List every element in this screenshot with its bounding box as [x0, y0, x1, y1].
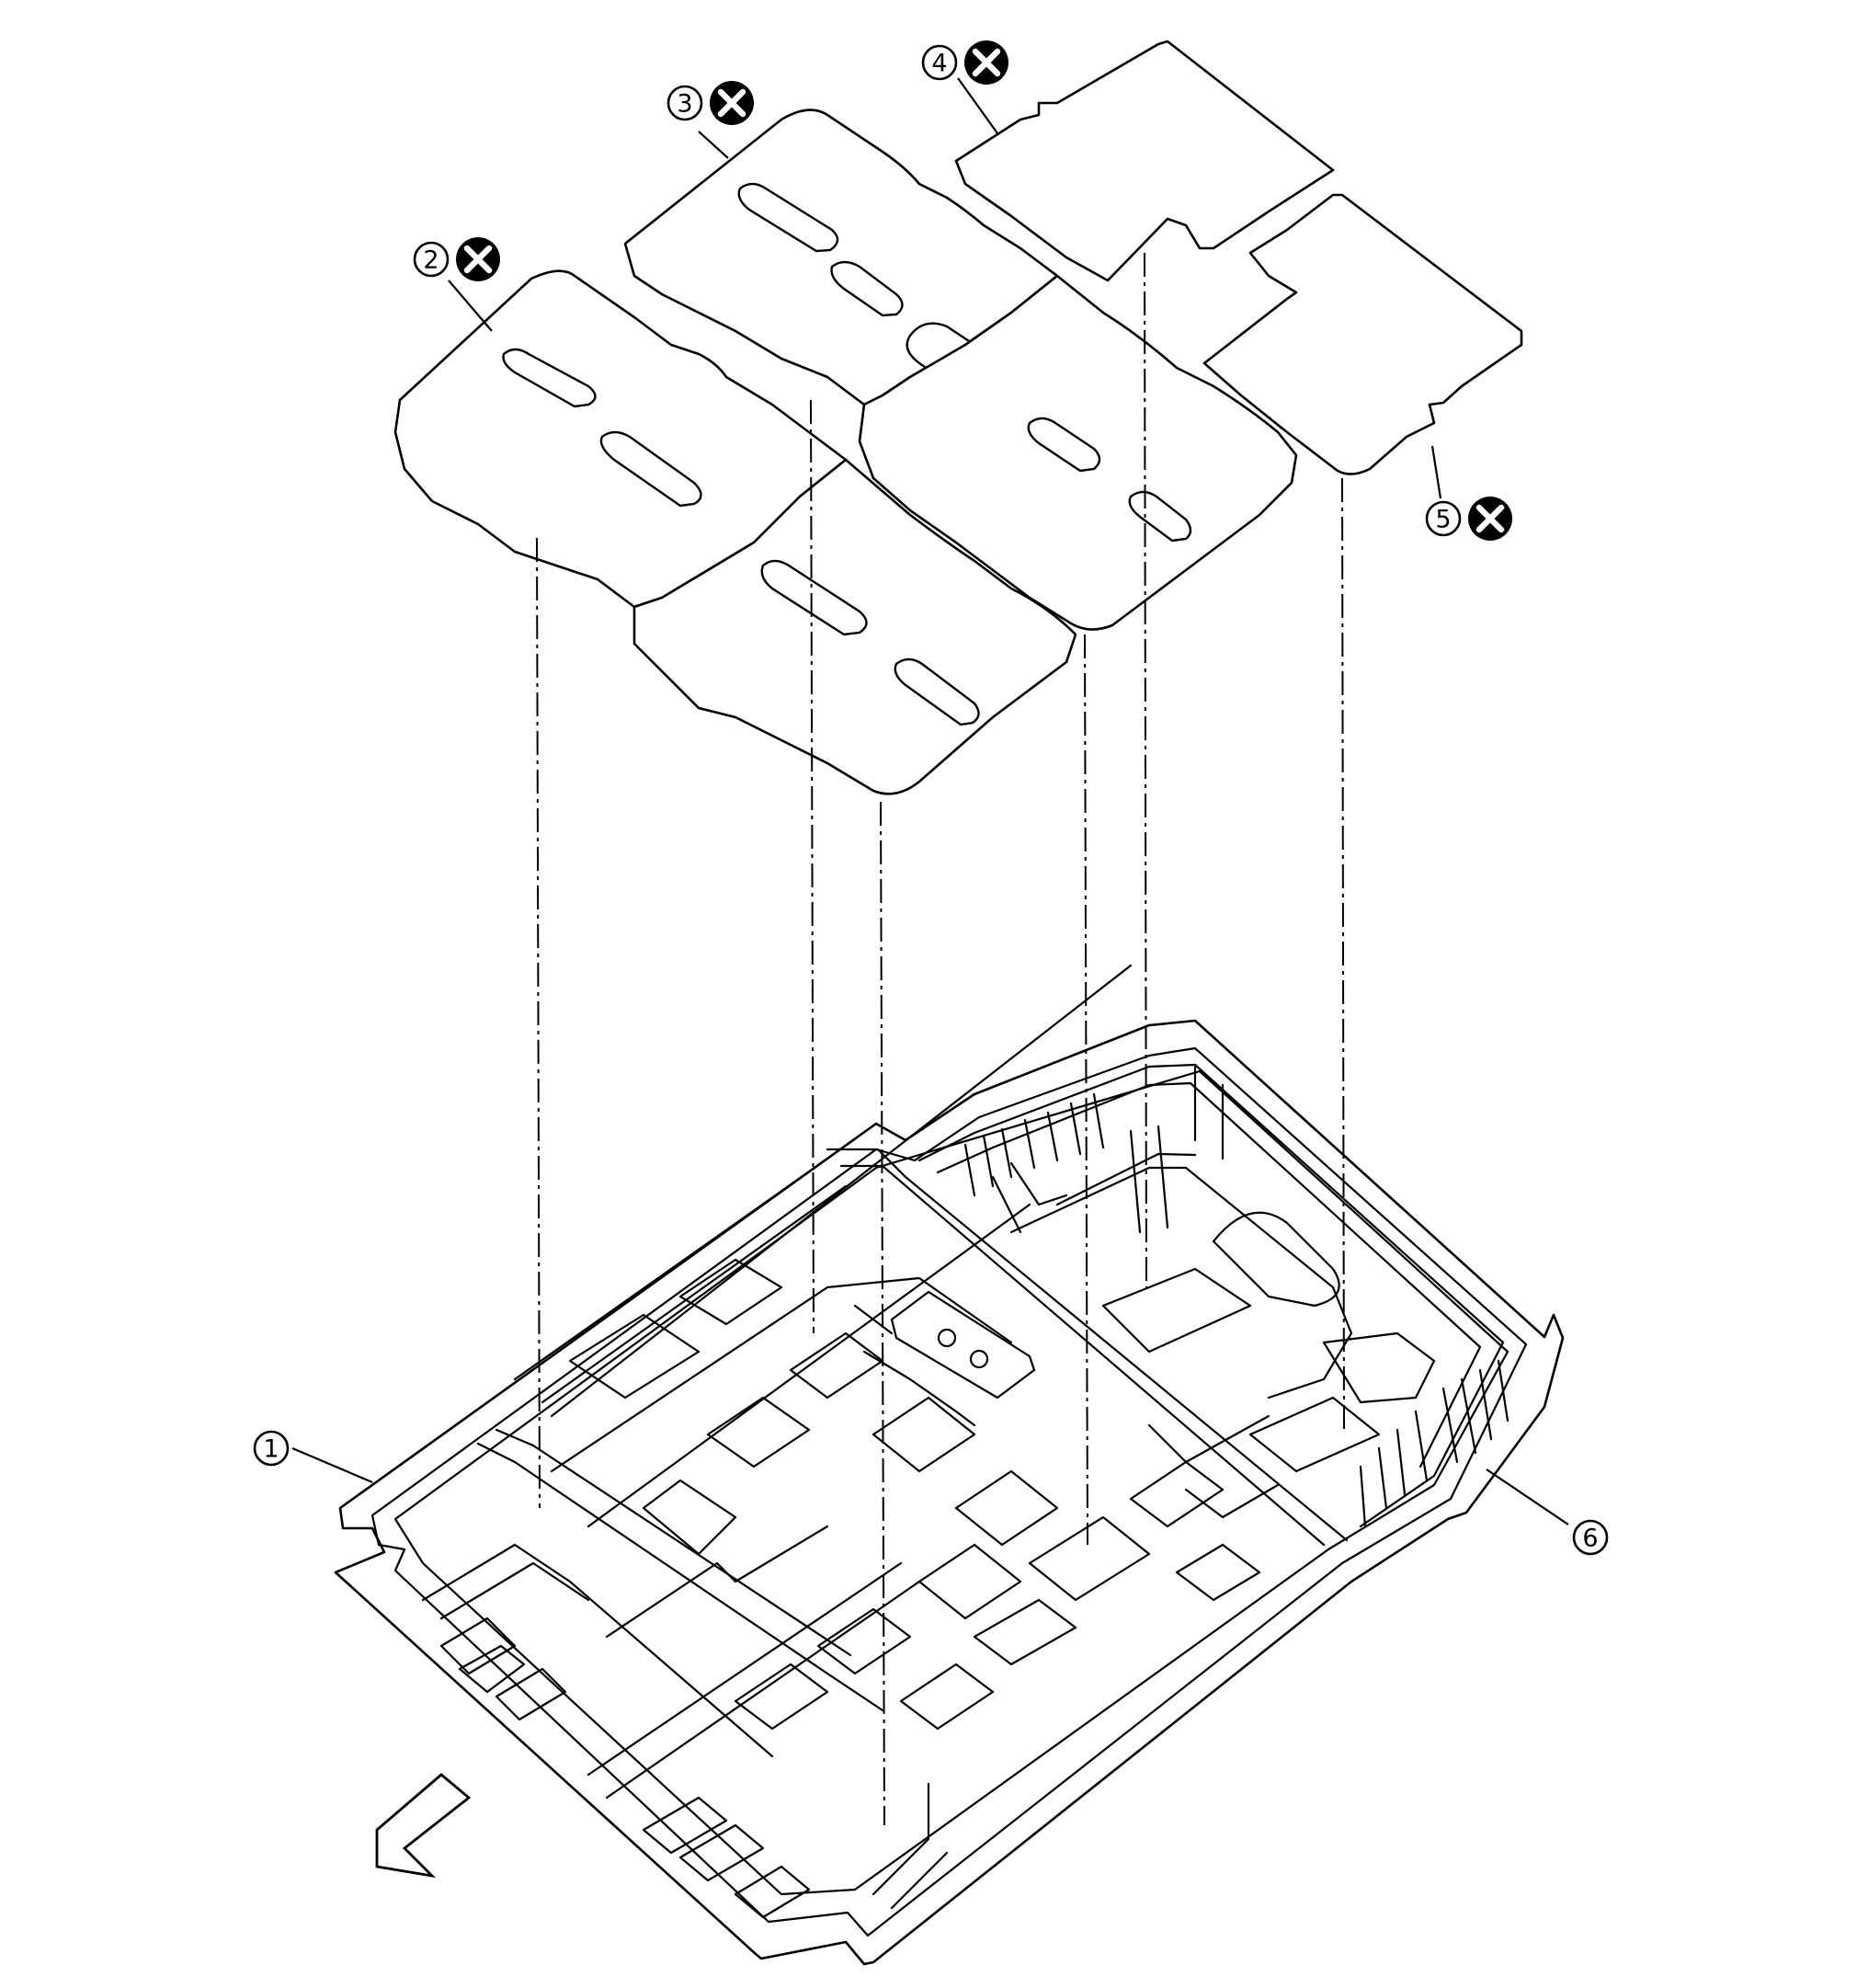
alignment-guides — [536, 252, 1345, 1826]
callout-6-label: 6 — [1582, 1525, 1598, 1553]
callout-2-label: 2 — [423, 246, 439, 275]
no-reuse-icon — [1468, 497, 1512, 541]
insulator-pad-2-rear — [632, 458, 1077, 795]
callout-5-label: 5 — [1435, 506, 1451, 534]
no-reuse-icon — [964, 40, 1008, 85]
callout-4-label: 4 — [931, 50, 947, 78]
callout-1: 1 — [253, 1430, 290, 1467]
insulator-pad-5 — [1202, 193, 1523, 475]
no-reuse-icon — [456, 237, 500, 281]
callout-3-label: 3 — [677, 90, 692, 119]
callout-5: 5 — [1425, 497, 1512, 541]
insulator-pad-4 — [954, 40, 1335, 282]
callout-4: 4 — [921, 40, 1008, 85]
callout-3: 3 — [666, 81, 754, 125]
rear-floor-well — [917, 1063, 1510, 1528]
front-arrow-icon — [375, 1773, 472, 1879]
no-reuse-icon — [710, 81, 754, 125]
callout-1-label: 1 — [263, 1435, 279, 1464]
front-floor-stampings — [421, 964, 1349, 1919]
callout-6: 6 — [1572, 1519, 1609, 1556]
callout-2: 2 — [413, 237, 500, 281]
floor-panel — [334, 964, 1565, 1966]
leader-lines — [291, 77, 1569, 1525]
